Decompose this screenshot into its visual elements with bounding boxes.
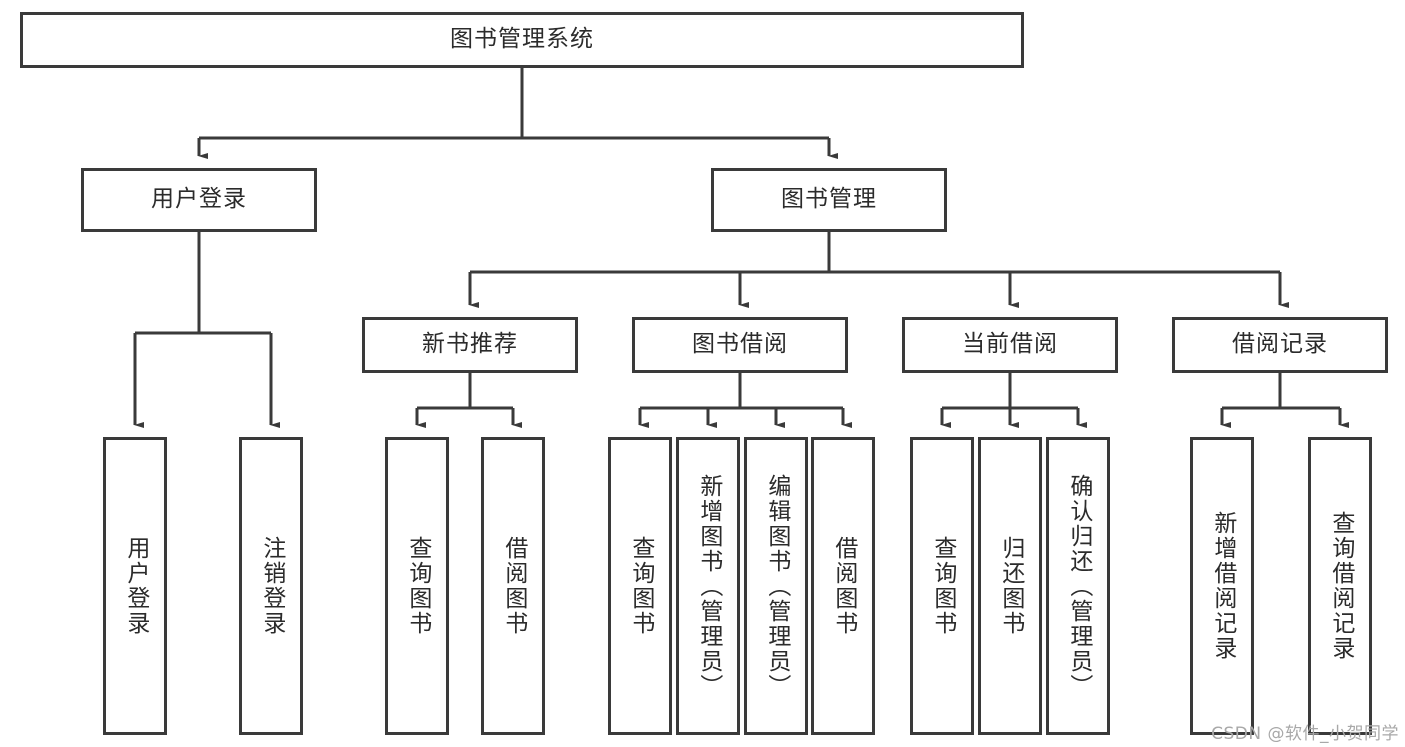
leaf-borrow-add-book-admin[interactable]: 新增图书（管理员） [676,437,740,735]
node-user-login[interactable]: 用户登录 [81,168,317,232]
node-label: 借阅记录 [1232,331,1328,358]
node-label: 当前借阅 [962,331,1058,358]
leaf-user-login[interactable]: 用户登录 [103,437,167,735]
leaf-records-add[interactable]: 新增借阅记录 [1190,437,1254,735]
node-book-management[interactable]: 图书管理 [711,168,947,232]
node-label: 确认归还（管理员） [1065,473,1092,699]
node-label: 查询图书 [404,536,431,636]
leaf-logout[interactable]: 注销登录 [239,437,303,735]
leaf-current-confirm-return-admin[interactable]: 确认归还（管理员） [1046,437,1110,735]
leaf-current-query-book[interactable]: 查询图书 [910,437,974,735]
node-label: 查询图书 [627,536,654,636]
node-label: 图书借阅 [692,331,788,358]
leaf-current-return-book[interactable]: 归还图书 [978,437,1042,735]
node-label: 新增借阅记录 [1209,511,1236,661]
node-label: 用户登录 [122,536,149,636]
node-label: 借阅图书 [500,536,527,636]
leaf-new-book-query[interactable]: 查询图书 [385,437,449,735]
node-root-system[interactable]: 图书管理系统 [20,12,1024,68]
node-label: 新增图书（管理员） [695,473,722,699]
node-label: 借阅图书 [830,536,857,636]
leaf-new-book-borrow[interactable]: 借阅图书 [481,437,545,735]
leaf-borrow-edit-book-admin[interactable]: 编辑图书（管理员） [744,437,808,735]
leaf-borrow-query-book[interactable]: 查询图书 [608,437,672,735]
node-label: 归还图书 [997,536,1024,636]
node-borrow-records[interactable]: 借阅记录 [1172,317,1388,373]
node-label: 编辑图书（管理员） [763,473,790,699]
node-new-book-recommend[interactable]: 新书推荐 [362,317,578,373]
node-label: 用户登录 [151,186,247,213]
node-label: 注销登录 [258,536,285,636]
node-book-borrow[interactable]: 图书借阅 [632,317,848,373]
node-label: 图书管理系统 [450,26,594,53]
leaf-borrow-borrow-book[interactable]: 借阅图书 [811,437,875,735]
node-label: 新书推荐 [422,331,518,358]
node-label: 查询借阅记录 [1327,511,1354,661]
node-current-borrow[interactable]: 当前借阅 [902,317,1118,373]
node-label: 查询图书 [929,536,956,636]
leaf-records-query[interactable]: 查询借阅记录 [1308,437,1372,735]
node-label: 图书管理 [781,186,877,213]
